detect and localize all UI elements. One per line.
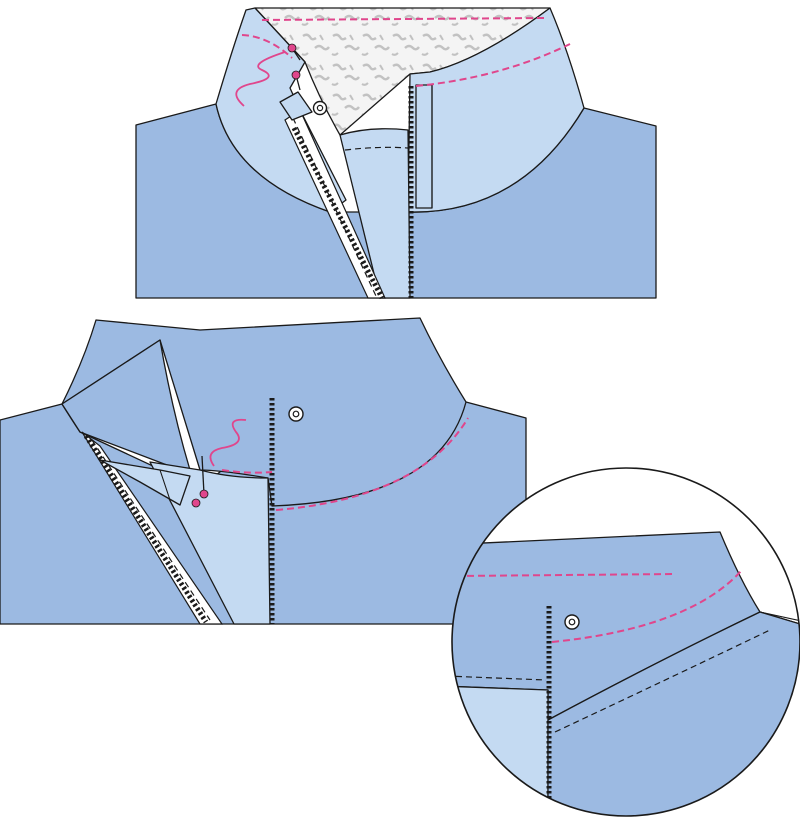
stitch-line-top	[455, 573, 677, 577]
snap-icon	[564, 614, 580, 630]
panel-1	[135, 7, 657, 300]
stitch-line-collar-left	[241, 34, 293, 59]
stitch-line-fold	[221, 469, 273, 474]
thread	[235, 51, 286, 107]
pin-icon	[199, 455, 209, 499]
pin-icon	[191, 498, 201, 508]
collar	[61, 317, 467, 507]
zipper-left-teeth	[83, 434, 209, 624]
detail-circle-border	[451, 467, 800, 817]
stitch-line-neck	[275, 417, 469, 511]
panel-2	[0, 317, 527, 625]
snap-icon	[312, 100, 328, 116]
zipper-tab	[279, 91, 313, 121]
thread	[209, 418, 247, 467]
pin-icon	[287, 43, 301, 61]
zipper-left-teeth	[291, 126, 385, 300]
zipper-left-tape	[81, 431, 224, 625]
stitch-line-neck	[551, 569, 743, 643]
snap-icon	[288, 406, 304, 422]
collar-right	[407, 7, 585, 213]
collar-binding	[415, 84, 433, 209]
stitch-line-top	[261, 17, 546, 21]
stitch-line-collar-right	[415, 43, 571, 87]
pin-icon	[291, 70, 301, 91]
